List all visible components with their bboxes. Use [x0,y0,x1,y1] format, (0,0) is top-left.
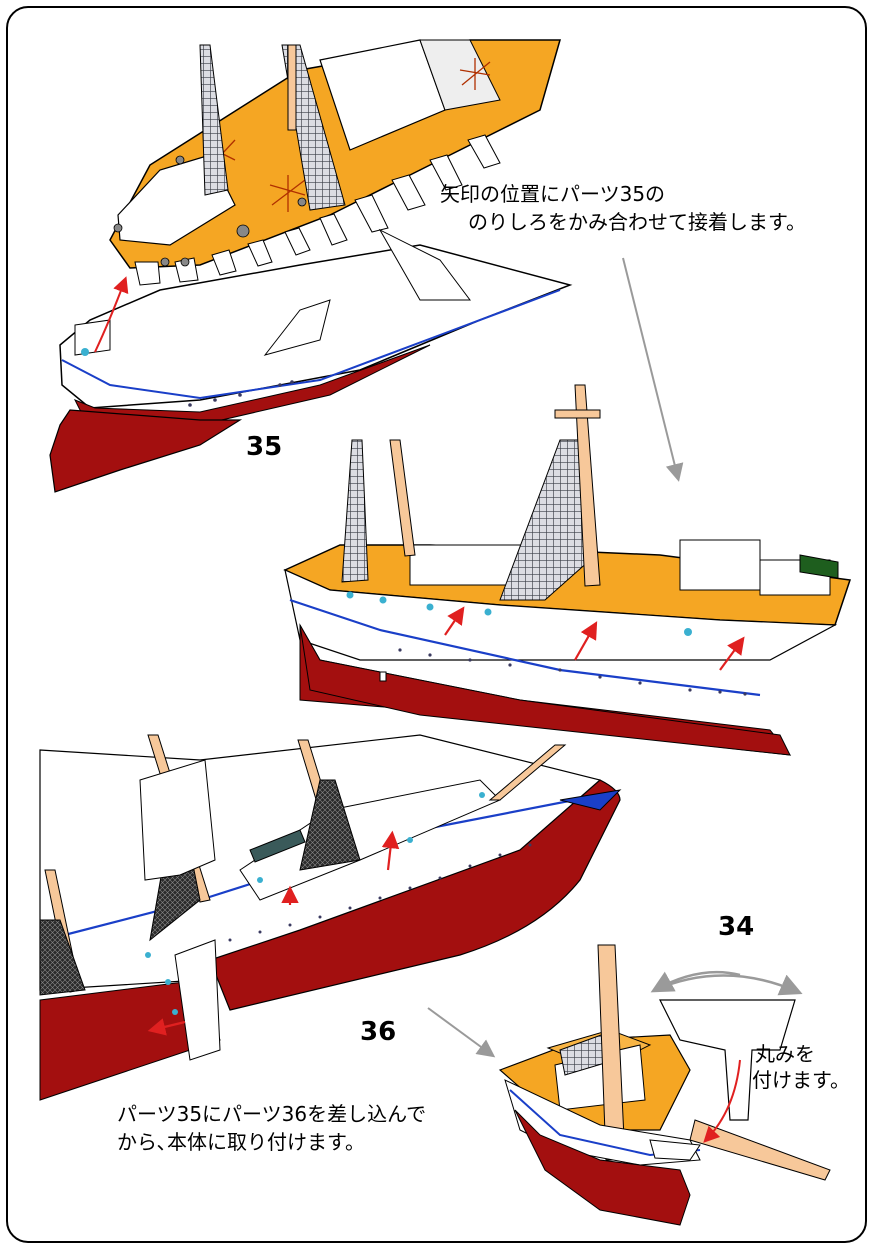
page-frame [6,6,867,1243]
pointer-arrow-top [622,257,684,482]
instruction-top-line2: のりしろをかみ合わせて接着します。 [468,210,806,234]
hull-assembly-middle [283,384,851,756]
upper-deck-part [109,39,561,286]
instruction-top-line1: 矢印の位置にパーツ35の [440,182,666,206]
part-label-36: 36 [360,1017,397,1047]
part-label-35: 35 [246,432,283,462]
instruction-bottom-line1: パーツ35にパーツ36を差し込んで [117,1102,427,1126]
pointer-arrow-bottom [427,1007,496,1058]
part-34-stern-piece [650,970,803,1121]
small-bow-assembly [498,944,831,1226]
instruction-round-line2: 付けます。 [752,1068,850,1092]
full-ship-lower [39,734,622,1101]
part-35-bow-piece [49,228,573,493]
part-label-34: 34 [718,912,755,942]
instruction-round-line1: 丸みを [755,1042,815,1066]
instruction-bottom-line2: から､本体に取り付けます。 [117,1130,365,1154]
